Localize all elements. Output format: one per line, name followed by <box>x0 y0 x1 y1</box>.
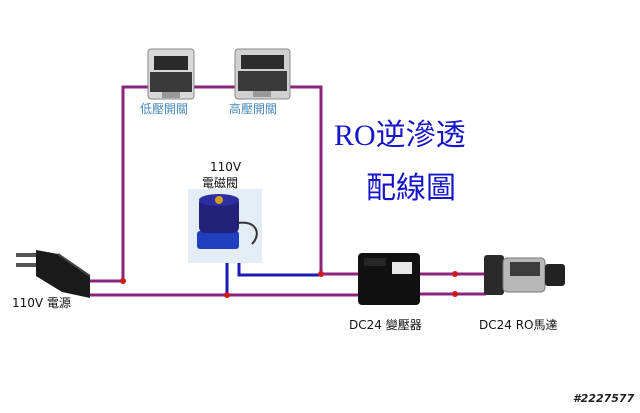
wire-high-switch-to-junction <box>290 85 358 276</box>
transformer-label: DC24 變壓器 <box>349 318 422 332</box>
wire-plug-to-low-switch <box>88 85 148 283</box>
low-pressure-switch-icon <box>147 48 195 100</box>
watermark: #2227577 <box>573 392 635 405</box>
high-pressure-switch-label: 高壓開關 <box>229 102 278 116</box>
solenoid-valve-label: 電磁閥 <box>202 176 239 190</box>
high-pressure-switch-icon <box>234 48 291 100</box>
junction-dot <box>452 271 458 277</box>
junction-dot <box>224 292 230 298</box>
power-plug-icon <box>16 250 91 298</box>
diagram-title-line2: 配線圖 <box>366 171 456 206</box>
junction-dot <box>318 271 324 277</box>
low-pressure-switch-label: 低壓開關 <box>140 102 189 116</box>
junction-dot <box>452 291 458 297</box>
power-source-label: 110V 電源 <box>12 296 71 310</box>
solenoid-voltage-label: 110V <box>210 160 242 174</box>
junction-dot <box>120 278 126 284</box>
ro-motor-icon <box>484 255 565 295</box>
diagram-title-line1: RO逆滲透 <box>334 119 466 152</box>
ro-motor-label: DC24 RO馬達 <box>479 318 558 332</box>
solenoid-valve-icon <box>188 189 262 263</box>
junctions <box>120 271 458 298</box>
transformer-icon <box>358 253 420 305</box>
